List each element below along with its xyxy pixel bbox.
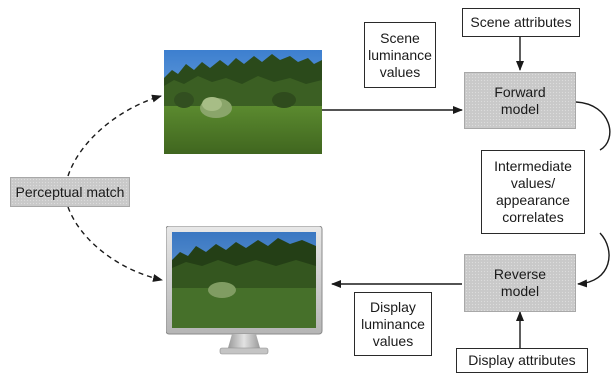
scene-luminance-label: Scene luminance values [364,22,436,88]
dashed-arc-to-photo [67,94,162,177]
display-luminance-label: Display luminance values [354,292,432,356]
dashed-arc-to-monitor [67,206,163,282]
forward-model-box: Forward model [464,72,576,129]
scene-attributes-label: Scene attributes [462,8,580,37]
reverse-model-box: Reverse model [464,254,576,312]
scene-photo [164,50,322,154]
curve-forward-to-intermediate [575,101,611,151]
intermediate-values-label: Intermediate values/ appearance correlat… [481,150,585,234]
display-monitor [165,225,324,358]
display-attributes-label: Display attributes [456,348,588,373]
perceptual-match-box: Perceptual match [10,177,130,207]
curve-intermediate-to-reverse [577,232,610,288]
